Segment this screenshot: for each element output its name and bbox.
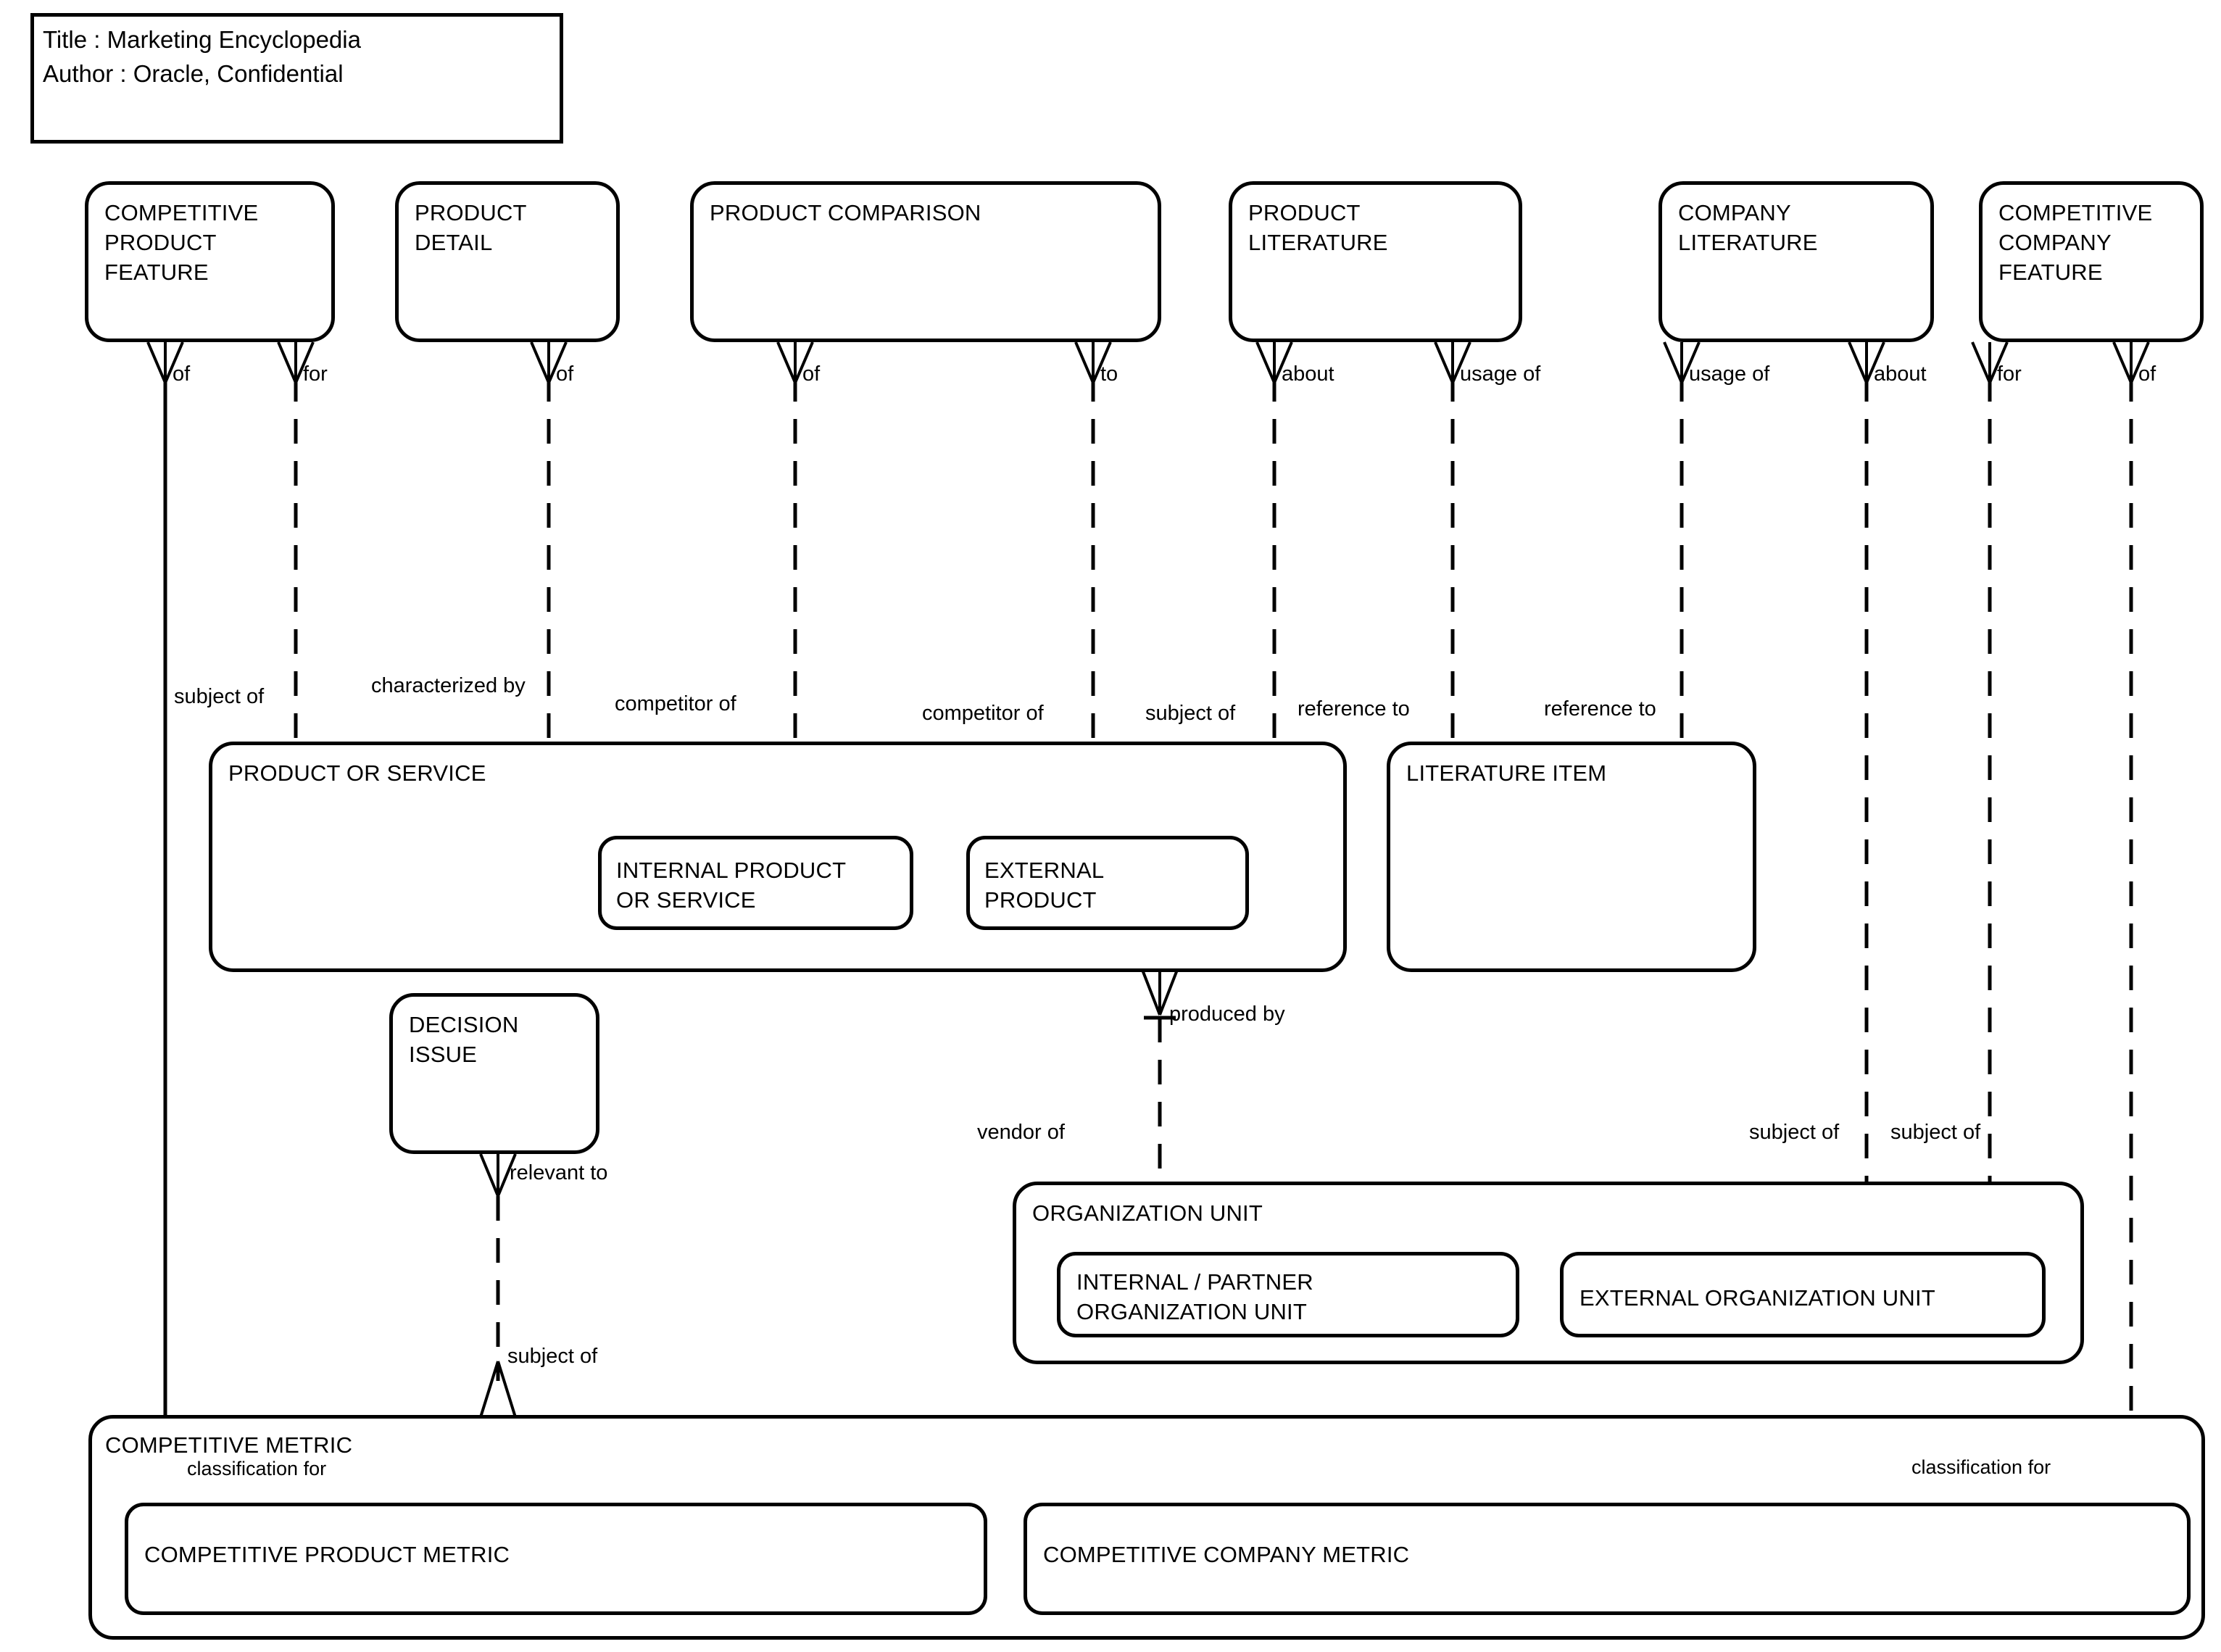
rel-label-produced-by: produced by [1169, 1003, 1285, 1026]
rel-label-subject-of-1: subject of [174, 685, 265, 708]
rel-label-competitor-of-2: competitor of [922, 702, 1044, 725]
rel-label-classification-for-1: classification for [187, 1458, 327, 1479]
entity-label: COMPETITIVE COMPANY FEATURE [1998, 200, 2153, 285]
rel-label-pc-of: of [802, 362, 821, 386]
rel-label-subject-of-3: subject of [507, 1345, 598, 1368]
entity-label: DECISION ISSUE [409, 1012, 519, 1067]
rel-label-relevant-to: relevant to [510, 1161, 608, 1184]
entity-label: COMPETITIVE COMPANY METRIC [1043, 1542, 1410, 1567]
entity-label: PRODUCT OR SERVICE [228, 760, 486, 786]
entity-external-organization-unit[interactable]: EXTERNAL ORGANIZATION UNIT [1560, 1252, 2046, 1337]
entity-product-detail[interactable]: PRODUCT DETAIL [395, 181, 620, 342]
rel-label-ccf-of: of [2138, 362, 2156, 386]
rel-label-vendor-of: vendor of [977, 1121, 1065, 1144]
title-block-text: Title : Marketing Encyclopedia Author : … [43, 26, 361, 87]
entity-competitive-product-metric[interactable]: COMPETITIVE PRODUCT METRIC [125, 1503, 987, 1615]
rel-label-competitor-of-1: competitor of [615, 692, 736, 715]
entity-competitive-company-metric[interactable]: COMPETITIVE COMPANY METRIC [1024, 1503, 2191, 1615]
rel-label-reference-to-1: reference to [1298, 697, 1410, 721]
entity-competitive-company-feature[interactable]: COMPETITIVE COMPANY FEATURE [1979, 181, 2204, 342]
entity-label: PRODUCT LITERATURE [1248, 200, 1388, 255]
entity-label: COMPETITIVE PRODUCT METRIC [144, 1542, 510, 1567]
entity-product-literature[interactable]: PRODUCT LITERATURE [1229, 181, 1522, 342]
rel-label-ccf-for: for [1997, 362, 2022, 386]
entity-external-product[interactable]: EXTERNAL PRODUCT [966, 836, 1249, 930]
entity-label: COMPANY LITERATURE [1678, 200, 1818, 255]
rel-label-cpf-for: for [303, 362, 328, 386]
entity-label: INTERNAL / PARTNER ORGANIZATION UNIT [1076, 1269, 1313, 1324]
rel-label-cpf-of: of [173, 362, 191, 386]
entity-competitive-product-feature[interactable]: COMPETITIVE PRODUCT FEATURE [85, 181, 335, 342]
entity-internal-partner-organization-unit[interactable]: INTERNAL / PARTNER ORGANIZATION UNIT [1057, 1252, 1519, 1337]
rel-label-cl-usage-of: usage of [1689, 362, 1770, 386]
title-block: Title : Marketing Encyclopedia Author : … [30, 13, 563, 144]
entity-label: COMPETITIVE METRIC [105, 1432, 353, 1458]
entity-label: PRODUCT DETAIL [415, 200, 527, 255]
entity-literature-item[interactable]: LITERATURE ITEM [1387, 742, 1756, 972]
entity-label: ORGANIZATION UNIT [1032, 1200, 1263, 1226]
entity-product-comparison[interactable]: PRODUCT COMPARISON [690, 181, 1161, 342]
rel-label-subject-of-5: subject of [1890, 1121, 1981, 1144]
rel-label-pc-to: to [1100, 362, 1118, 386]
entity-internal-product-or-service[interactable]: INTERNAL PRODUCT OR SERVICE [598, 836, 913, 930]
entity-label: PRODUCT COMPARISON [710, 200, 981, 225]
entity-label: INTERNAL PRODUCT OR SERVICE [616, 858, 847, 913]
entity-decision-issue[interactable]: DECISION ISSUE [389, 993, 599, 1154]
entity-label: COMPETITIVE PRODUCT FEATURE [104, 200, 259, 285]
entity-label: EXTERNAL ORGANIZATION UNIT [1579, 1285, 1935, 1311]
rel-label-subject-of-4: subject of [1749, 1121, 1840, 1144]
entity-company-literature[interactable]: COMPANY LITERATURE [1659, 181, 1934, 342]
rel-label-reference-to-2: reference to [1544, 697, 1656, 721]
rel-label-pl-usage-of: usage of [1460, 362, 1541, 386]
entity-label: EXTERNAL PRODUCT [984, 858, 1105, 913]
rel-label-classification-for-2: classification for [1911, 1456, 2051, 1478]
rel-label-subject-of-2: subject of [1145, 702, 1236, 725]
entity-label: LITERATURE ITEM [1406, 760, 1607, 786]
rel-label-cl-about: about [1874, 362, 1927, 386]
rel-label-pd-of: of [556, 362, 574, 386]
rel-label-pl-about: about [1282, 362, 1334, 386]
rel-label-characterized-by: characterized by [371, 674, 526, 697]
